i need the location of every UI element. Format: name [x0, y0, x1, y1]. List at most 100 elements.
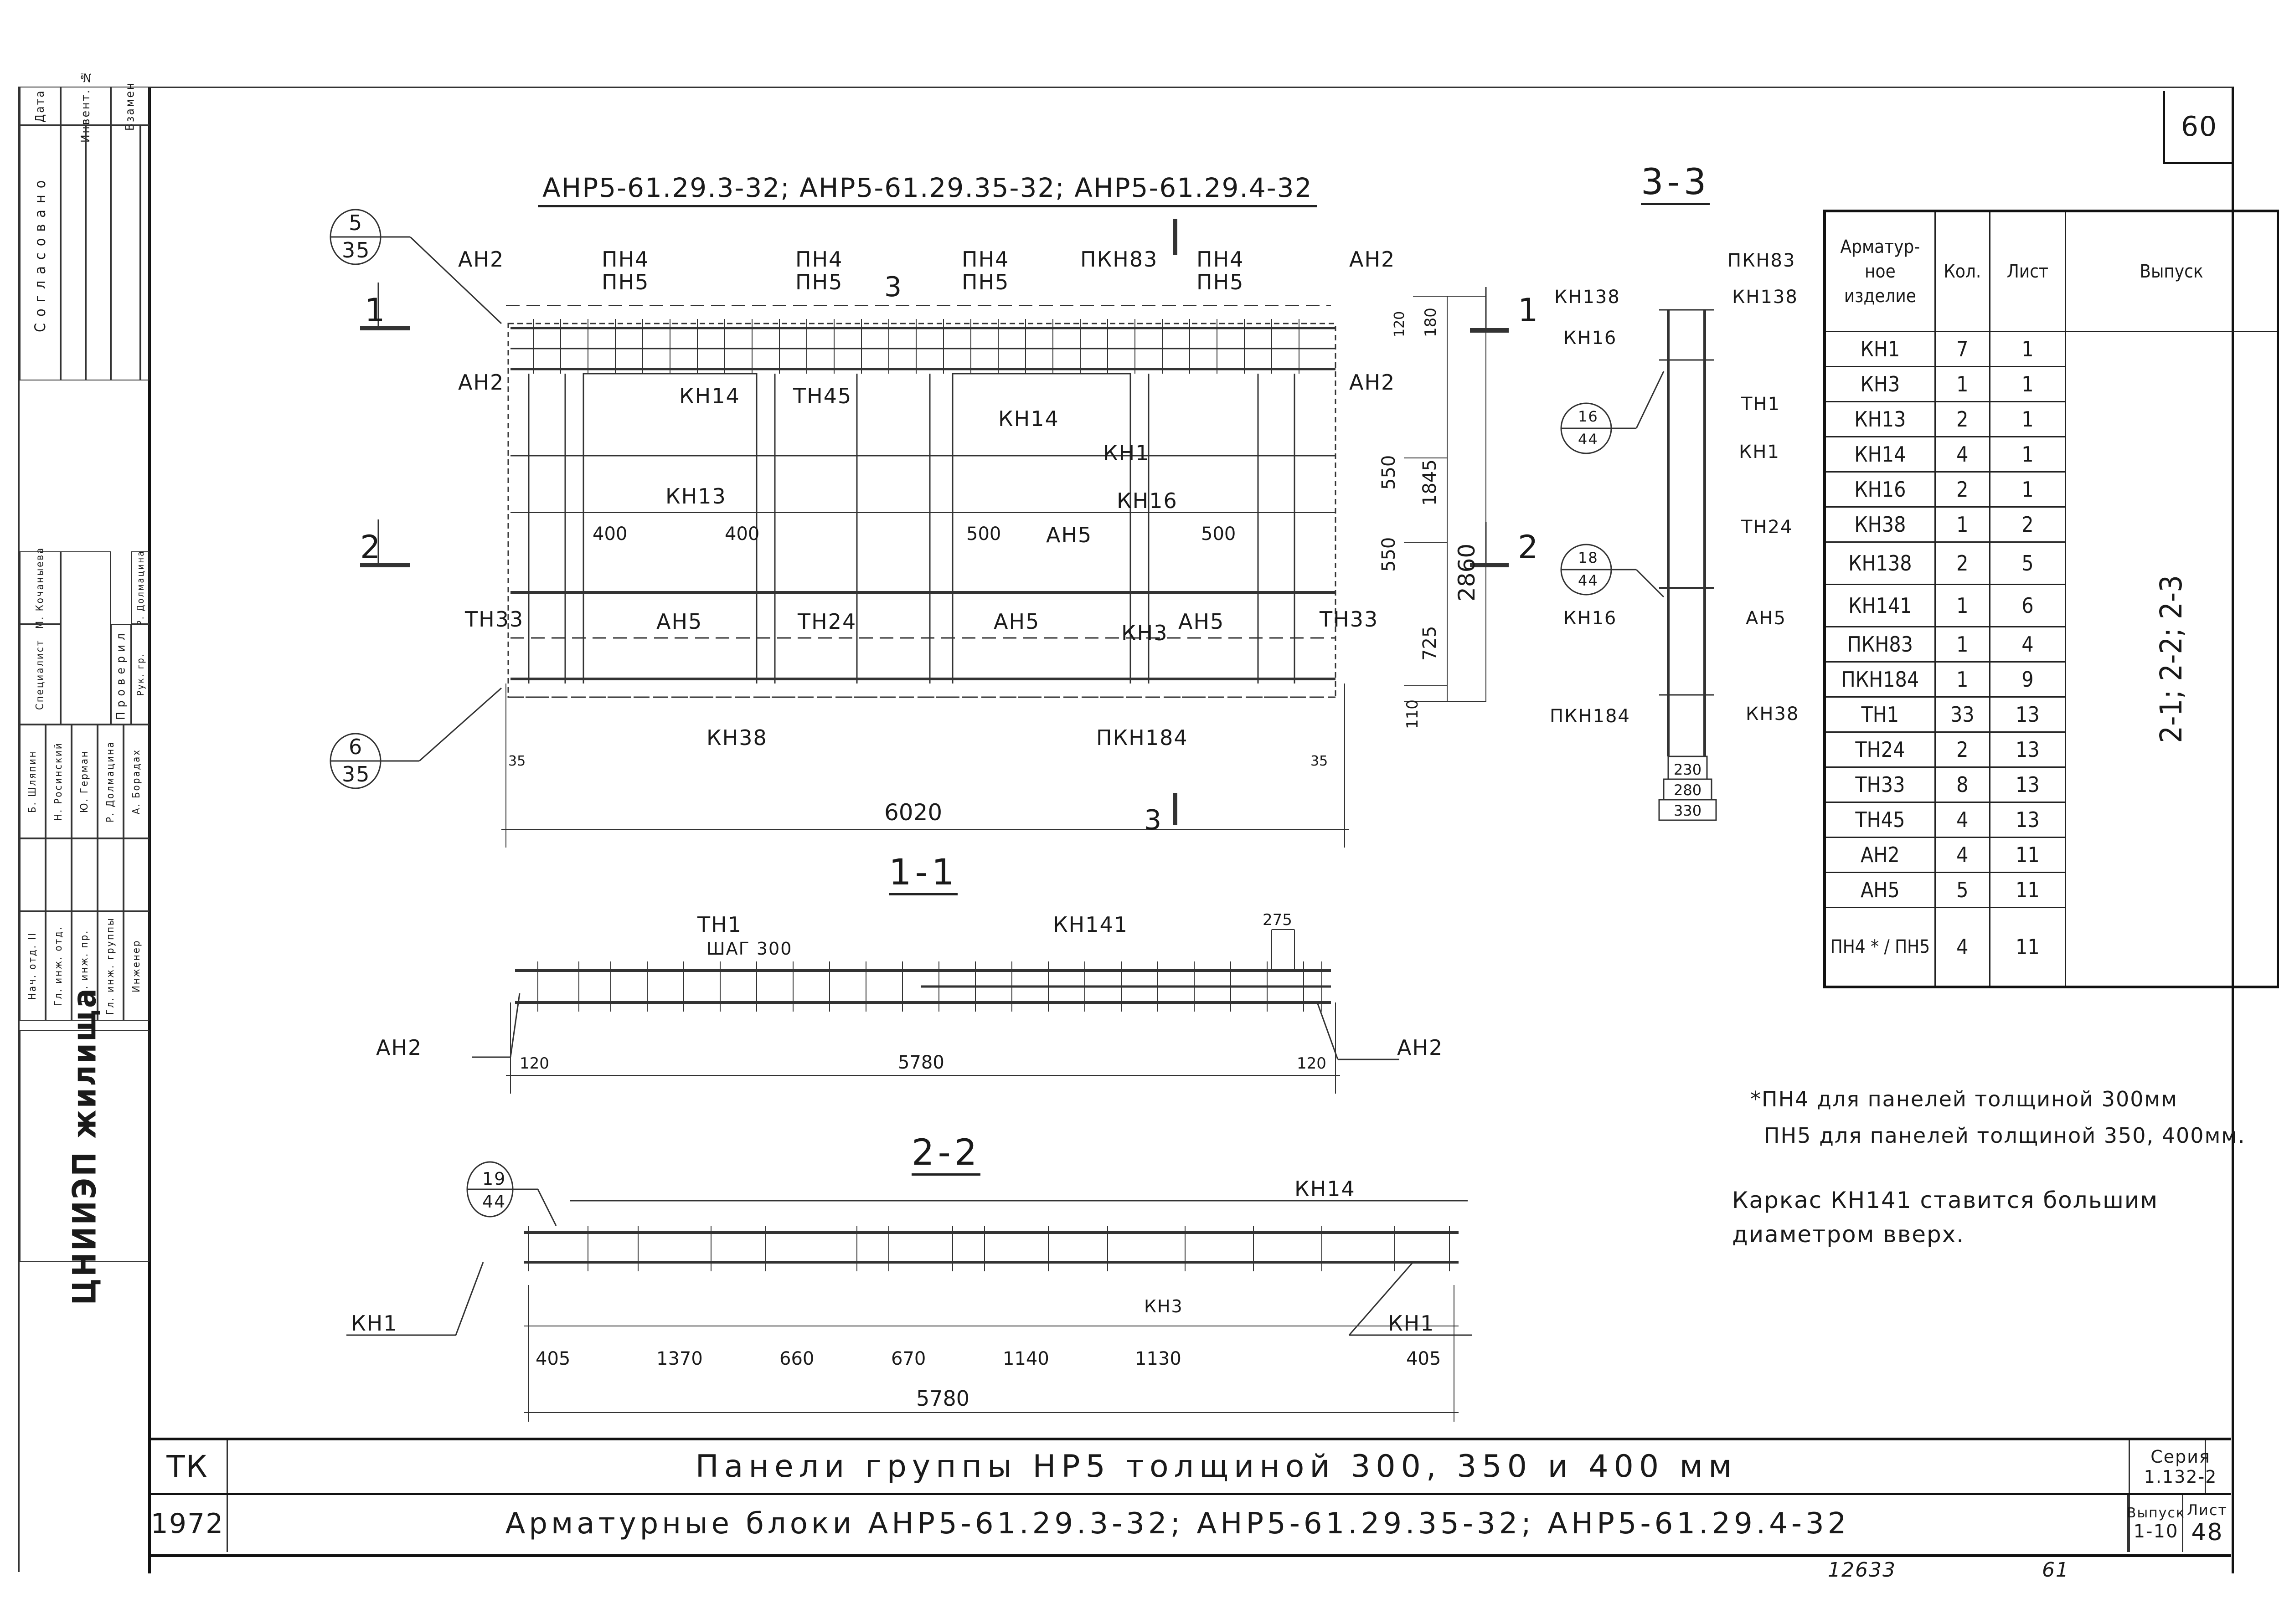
dim-35-left: 35: [508, 753, 526, 769]
callout-bottom-number: 35: [342, 762, 371, 786]
label-ah2-top-left: АН2: [458, 247, 504, 272]
label-pkn184: ПКН184: [1096, 725, 1188, 750]
note-line-2: диаметром вверх.: [1732, 1221, 1965, 1248]
label-tn33: ТН33: [464, 607, 524, 632]
dim-500: 500: [1201, 524, 1236, 545]
callout-top-number: 18: [1578, 549, 1598, 566]
signature-cell: [98, 838, 124, 911]
cell-sheet: 13: [1989, 696, 2066, 733]
cell-qty: 2: [1934, 401, 1990, 437]
left-stamp: Дата Инвент. № Взамен Согласовано М. Коч…: [18, 69, 150, 1572]
stamp-grid-cell: [111, 125, 140, 380]
cell-item: КН141: [1824, 584, 1936, 627]
dim-110: 110: [1403, 699, 1422, 729]
section-1-mark-left: 1: [365, 292, 386, 329]
label-kn138: КН138: [1732, 287, 1798, 308]
label-kn141: КН141: [1053, 912, 1128, 937]
dim-5780: 5780: [898, 1052, 944, 1073]
callout-bottom-number: 44: [1578, 431, 1598, 448]
stamp-grid-cell: [61, 125, 86, 380]
label-ah5: АН5: [1746, 608, 1786, 629]
cell-sheet: 13: [1989, 802, 2066, 838]
dim-120: 120: [520, 1054, 549, 1073]
dim-180: 180: [1422, 308, 1440, 337]
cell-qty: 1: [1934, 584, 1990, 627]
header-item: Арматур- ное изделие: [1824, 210, 1936, 332]
dim-280: 280: [1674, 781, 1702, 799]
signature-cell: [46, 838, 72, 911]
section-1-mark-right: 1: [1518, 292, 1539, 329]
label-kn13: КН13: [665, 484, 727, 509]
label-ah2: АН2: [1397, 1035, 1443, 1060]
dim-670: 670: [891, 1348, 926, 1369]
label-tn33: ТН33: [1319, 607, 1378, 632]
list-value: 48: [2191, 1518, 2223, 1546]
section-1-1-title: 1-1: [889, 852, 958, 895]
cell-item: АН2: [1824, 837, 1936, 873]
label-pkn184: ПКН184: [1550, 706, 1630, 727]
archive-number: 12633: [1828, 1558, 1896, 1582]
label-tn45: ТН45: [793, 384, 852, 408]
title-row-2: 1972 Арматурные блоки АНР5-61.29.3-32; А…: [148, 1495, 2231, 1552]
label-kn16: КН16: [1563, 328, 1617, 349]
label-pn5: ПН5: [1196, 270, 1244, 294]
label-tn24: ТН24: [1741, 517, 1793, 538]
section-3-mark-bottom: 3: [1144, 804, 1162, 836]
sheet-number-top: 60: [2163, 91, 2233, 164]
label-step-300: ШАГ 300: [706, 939, 792, 959]
cell-item: ПКН83: [1824, 626, 1936, 663]
cell-qty: 8: [1934, 766, 1990, 803]
label-kn14: КН14: [1294, 1177, 1356, 1201]
vypusk-value: 2-1; 2-2; 2-3: [2154, 575, 2189, 743]
stamp-grid-cell: [140, 125, 150, 380]
cell-item: ТН33: [1824, 766, 1936, 803]
callout-top-number: 19: [482, 1169, 506, 1189]
cell-qty: 2: [1934, 541, 1990, 585]
drawing-title: АНР5-61.29.3-32; АНР5-61.29.35-32; АНР5-…: [538, 172, 1317, 207]
label-kn1: КН1: [1739, 442, 1780, 463]
section-3-3-title: 3-3: [1641, 162, 1710, 205]
cell-sheet: 13: [1989, 731, 2066, 768]
cell-sheet: 13: [1989, 766, 2066, 803]
series-cell: Серия 1.132-2: [2129, 1440, 2231, 1493]
label-ah5: АН5: [1178, 609, 1224, 634]
label-kn16: КН16: [1117, 488, 1178, 513]
cell-qty: 4: [1934, 436, 1990, 473]
dim-1370: 1370: [656, 1348, 703, 1369]
cell-qty: 33: [1934, 696, 1990, 733]
dim-400: 400: [725, 524, 759, 545]
cell-qty: 2: [1934, 471, 1990, 508]
label-ah2-left: АН2: [458, 370, 504, 395]
dim-35-right: 35: [1310, 753, 1328, 769]
title-line-2: Арматурные блоки АНР5-61.29.3-32; АНР5-6…: [228, 1495, 2129, 1552]
dim-120: 120: [1392, 311, 1408, 337]
dim-1130: 1130: [1135, 1348, 1181, 1369]
cell-item: КН16: [1824, 471, 1936, 508]
label-ah2-top-right: АН2: [1349, 247, 1395, 272]
stamp-grid-cell: [86, 125, 111, 380]
label-pkn83: ПКН83: [1727, 250, 1795, 271]
series-value: 1.132-2: [2144, 1466, 2217, 1487]
series-label: Серия: [2150, 1446, 2211, 1467]
dim-275: 275: [1263, 911, 1292, 929]
dim-550: 550: [1378, 537, 1399, 572]
dim-400: 400: [593, 524, 627, 545]
section-2-mark-right: 2: [1518, 529, 1539, 566]
dim-5780: 5780: [916, 1386, 969, 1411]
cell-qty: 4: [1934, 837, 1990, 873]
list-label: Лист: [2186, 1501, 2228, 1519]
label-pn4: ПН4: [962, 247, 1009, 272]
header-vypusk: Выпуск: [2064, 210, 2279, 332]
cell-item: КН14: [1824, 436, 1936, 473]
cell-sheet: 11: [1989, 907, 2066, 988]
cell-qty: 2: [1934, 731, 1990, 768]
